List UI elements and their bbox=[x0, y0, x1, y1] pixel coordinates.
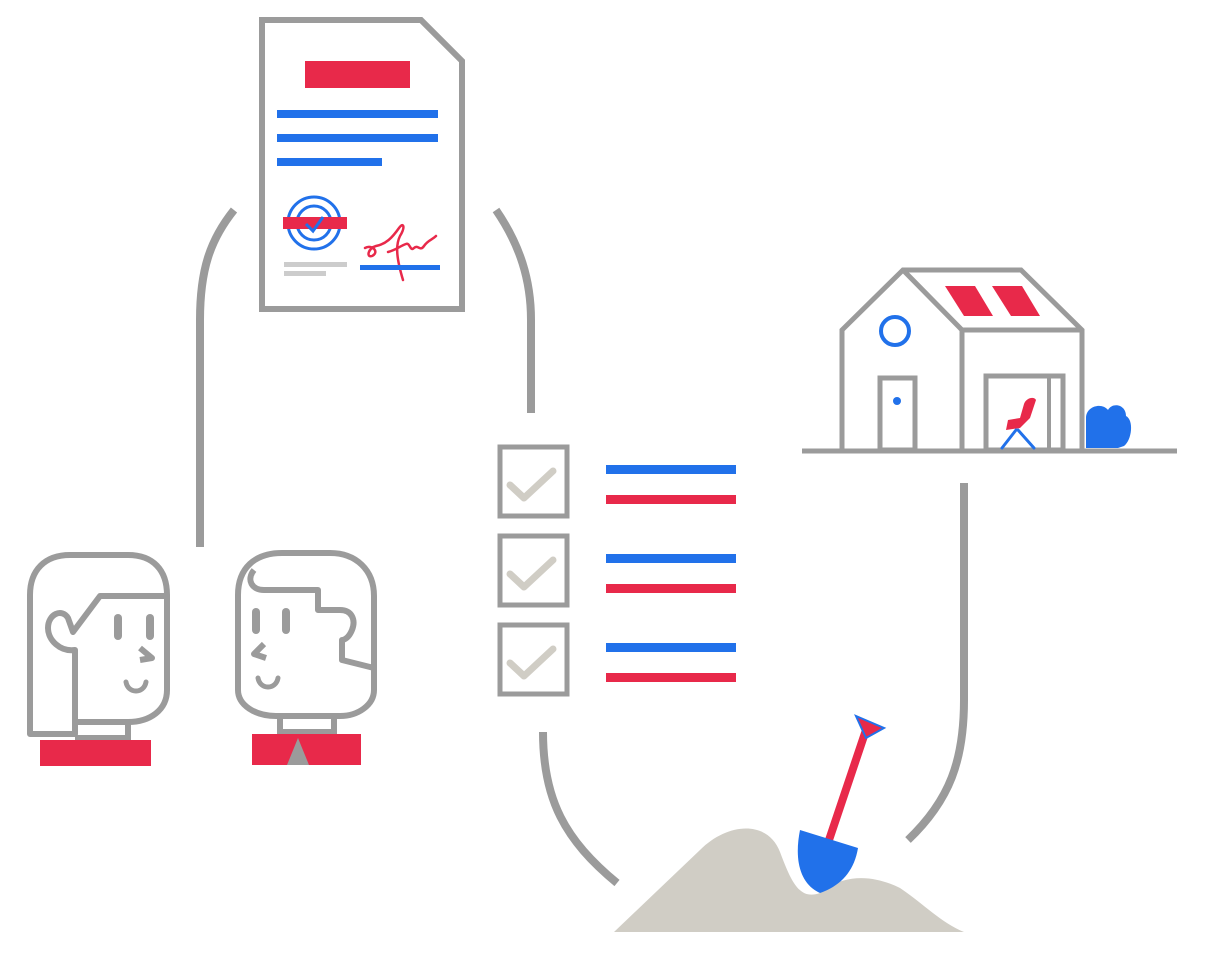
document-text-line bbox=[277, 158, 382, 166]
solar-panel bbox=[945, 286, 993, 316]
dirt-pile-icon bbox=[614, 828, 964, 932]
seal-caption-line bbox=[284, 262, 347, 267]
checkbox bbox=[497, 533, 570, 608]
checkbox bbox=[497, 444, 570, 519]
checklist-icon bbox=[497, 444, 736, 697]
house-icon bbox=[802, 267, 1177, 454]
signature-icon bbox=[360, 224, 440, 282]
man-tie bbox=[287, 738, 309, 765]
bush-icon bbox=[1086, 405, 1132, 448]
connector-checklist-to-dirt bbox=[539, 731, 620, 887]
checkmark-icon bbox=[506, 467, 557, 502]
solar-panel bbox=[992, 286, 1040, 316]
checklist-line bbox=[606, 495, 736, 504]
checklist-line bbox=[606, 643, 736, 652]
document-title-bar bbox=[305, 61, 410, 88]
round-window bbox=[879, 315, 911, 347]
woman-shirt bbox=[40, 740, 151, 766]
checkmark-icon bbox=[506, 556, 557, 591]
chair-icon bbox=[1000, 397, 1036, 450]
door-knob bbox=[893, 397, 901, 405]
document-text-line bbox=[277, 134, 438, 142]
connector-dirt-to-house bbox=[905, 483, 968, 843]
checklist-item bbox=[497, 622, 736, 697]
contract-document-icon bbox=[259, 17, 465, 312]
glass-door bbox=[983, 373, 1066, 453]
checklist-item bbox=[497, 533, 736, 608]
checklist-line bbox=[606, 554, 736, 563]
connector-people-to-contract bbox=[196, 207, 238, 547]
front-door bbox=[877, 375, 918, 453]
woman-face-icon bbox=[27, 552, 170, 766]
seal-icon bbox=[283, 195, 347, 251]
checklist-line bbox=[606, 584, 736, 593]
seal-caption-line bbox=[284, 271, 326, 276]
checkmark-icon bbox=[506, 645, 557, 680]
checklist-line bbox=[606, 673, 736, 682]
shovel-icon bbox=[797, 714, 887, 893]
checkbox bbox=[497, 622, 570, 697]
checklist-line bbox=[606, 465, 736, 474]
connector-lines bbox=[196, 207, 968, 887]
document-text-line bbox=[277, 110, 438, 118]
checklist-item bbox=[497, 444, 736, 519]
man-face-icon bbox=[235, 550, 377, 765]
connector-contract-to-checklist bbox=[492, 207, 535, 413]
